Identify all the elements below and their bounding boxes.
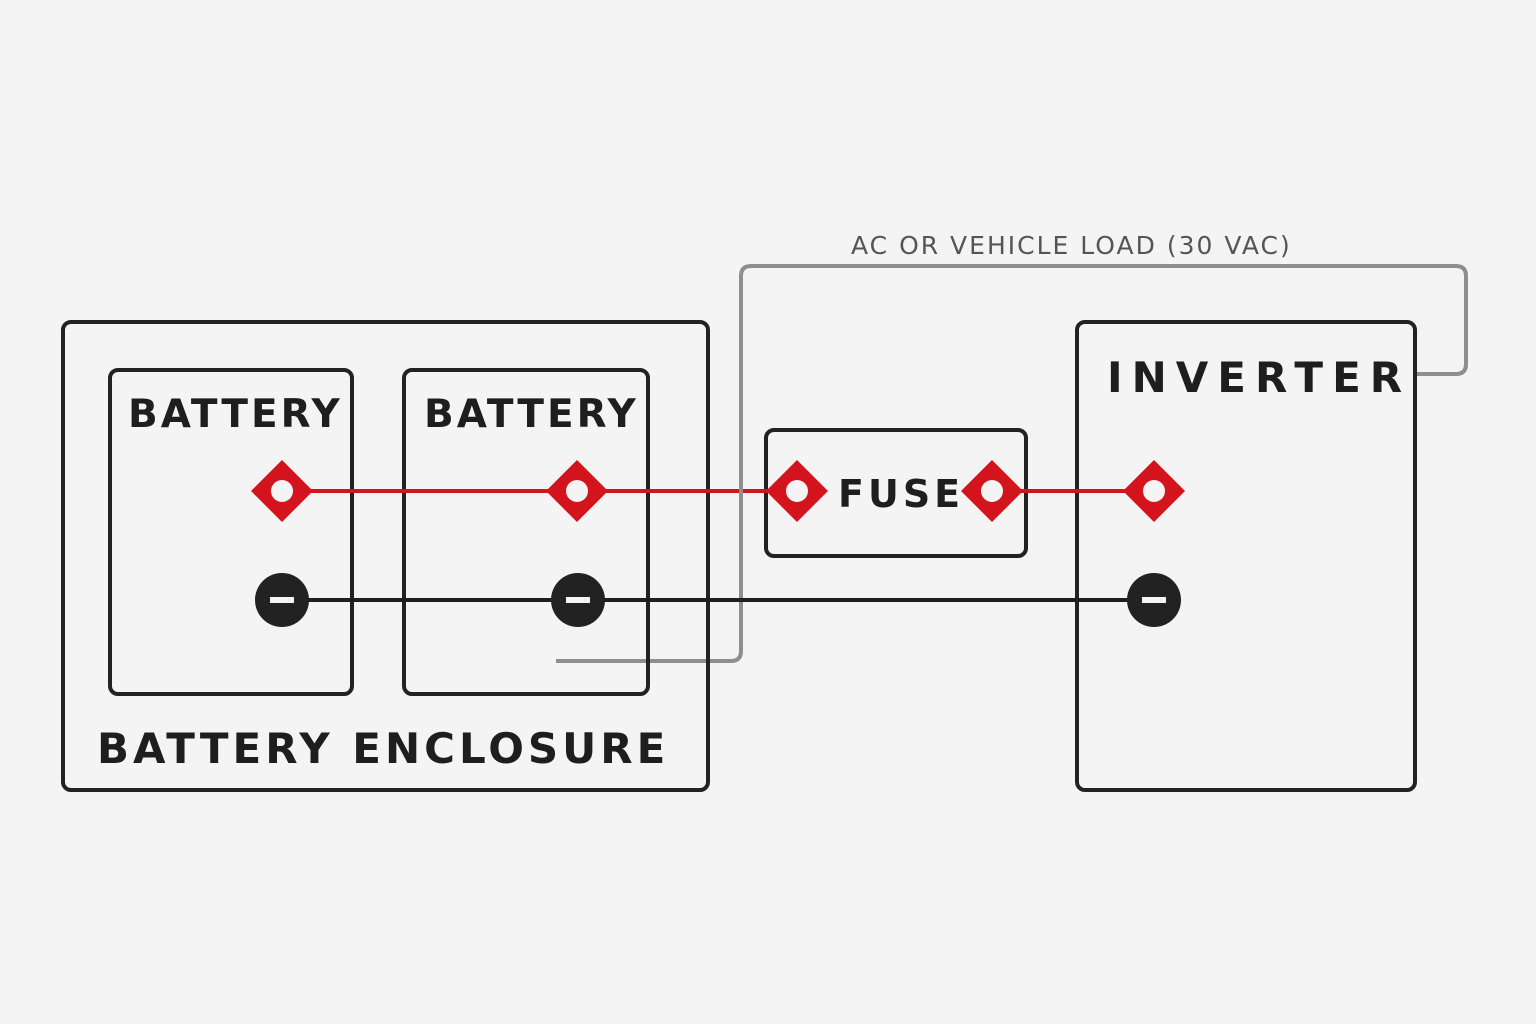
fuse-label: FUSE [838,472,964,516]
positive-terminal-fuse-out [961,460,1023,522]
battery-2 [402,368,650,696]
battery-2-label: BATTERY [424,392,639,437]
inverter-label: INVERTER [1107,353,1411,402]
enclosure-label: BATTERY ENCLOSURE [97,724,669,773]
positive-terminal-battery-1 [251,460,313,522]
ac-load-label: AC OR VEHICLE LOAD (30 VAC) [851,231,1292,260]
positive-terminal-fuse-in [766,460,828,522]
positive-terminal-inverter [1123,460,1185,522]
negative-terminal-battery-2 [551,573,605,627]
battery-1 [108,368,354,696]
battery-enclosure [61,320,710,792]
negative-terminal-inverter [1127,573,1181,627]
negative-terminal-battery-1 [255,573,309,627]
ac-load-wire [556,264,1468,663]
inverter [1075,320,1417,792]
battery-1-label: BATTERY [128,392,343,437]
positive-terminal-battery-2 [546,460,608,522]
